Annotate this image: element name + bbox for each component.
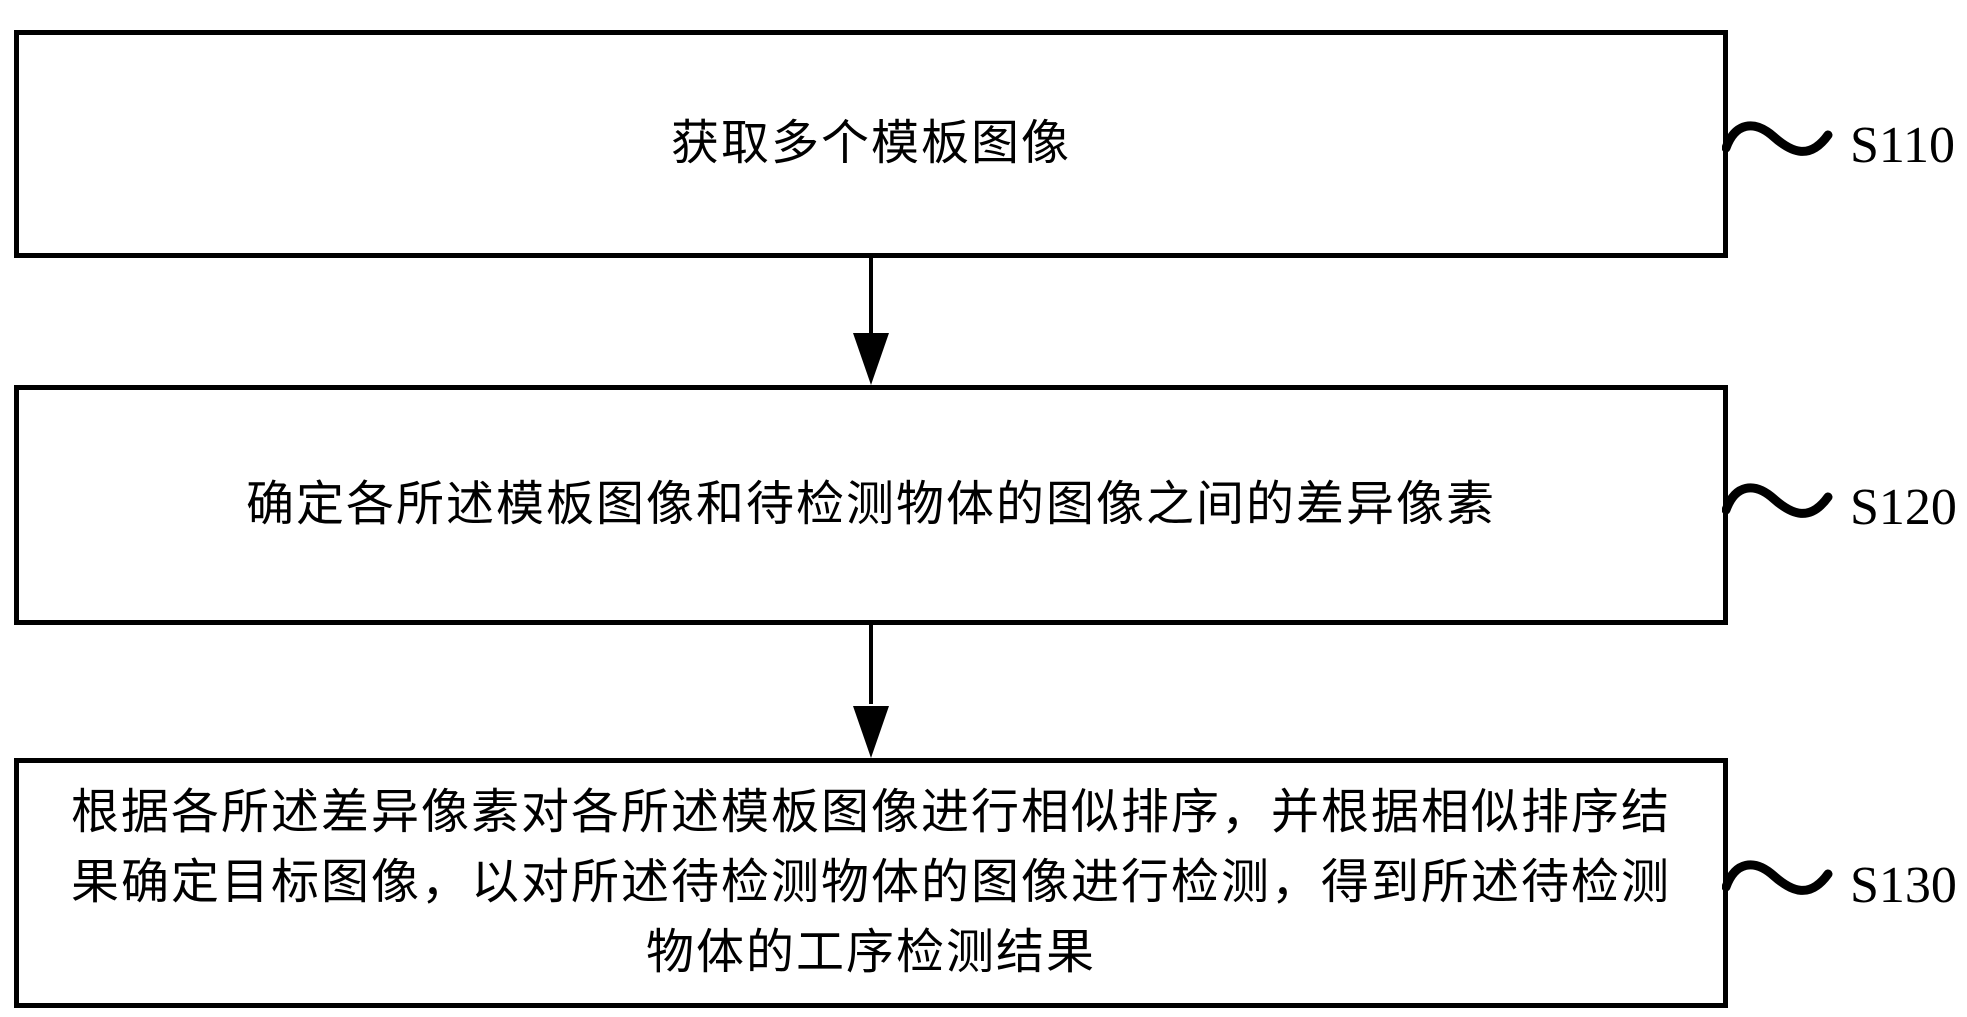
step-2-text: 确定各所述模板图像和待检测物体的图像之间的差异像素 — [245, 478, 1496, 531]
flow-step-box-2: 确定各所述模板图像和待检测物体的图像之间的差异像素 — [14, 385, 1728, 625]
step-label-s130: S130 — [1850, 857, 1957, 914]
arrow-2-shaft — [869, 625, 873, 704]
flow-step-box-3: 根据各所述差异像素对各所述模板图像进行相似排序，并根据相似排序结 果确定目标图像… — [14, 758, 1728, 1008]
tilde-connector-icon — [1722, 483, 1833, 518]
flow-step-box-1: 获取多个模板图像 — [14, 30, 1728, 258]
arrow-2-head-icon — [853, 706, 889, 758]
step-1-text: 获取多个模板图像 — [670, 117, 1071, 170]
arrow-1-head-icon — [853, 333, 889, 385]
arrow-1-shaft — [869, 258, 873, 334]
tilde-connector-icon — [1722, 860, 1833, 895]
step-3-text-line-1: 根据各所述差异像素对各所述模板图像进行相似排序，并根据相似排序结 — [70, 786, 1671, 839]
step-label-s110: S110 — [1850, 117, 1955, 174]
step-3-text-line-2: 果确定目标图像，以对所述待检测物体的图像进行检测，得到所述待检测 — [70, 856, 1671, 909]
tilde-connector-icon — [1722, 121, 1833, 156]
step-3-text-line-3: 物体的工序检测结果 — [645, 926, 1096, 979]
step-label-s120: S120 — [1850, 479, 1957, 536]
